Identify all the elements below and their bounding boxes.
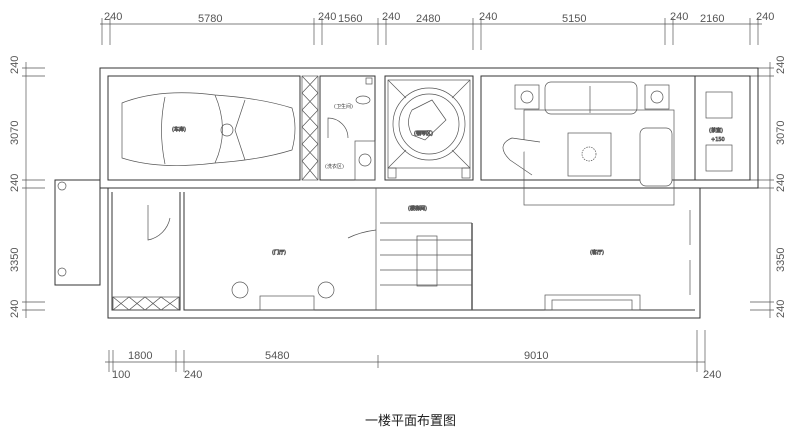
dim-top-0: 240	[104, 11, 122, 23]
storage-crosshatch	[112, 75, 319, 311]
stairwell: (楼梯间)	[347, 188, 473, 310]
dim-left-0: 240	[9, 56, 21, 74]
right-dimension-line: 240 3070 240 3350 240	[750, 56, 787, 318]
dim-top-2: 240	[318, 11, 336, 23]
room-label-stairwell: (楼梯间)	[408, 205, 427, 212]
dim-left-3: 3350	[9, 248, 21, 272]
dim-right-0: 240	[775, 56, 787, 74]
room-label-garage: (车库)	[172, 126, 186, 133]
dim-top-5: 2480	[416, 13, 440, 25]
tea-level: +150	[711, 137, 725, 143]
dim-bottom-sub-0: 100	[112, 369, 130, 381]
dim-top-7: 5150	[562, 13, 586, 25]
column-marker	[57, 267, 67, 277]
dim-right-3: 3350	[775, 248, 787, 272]
dim-right-1: 3070	[775, 121, 787, 145]
bottom-dimension-line: 1800 5480 9010 100 240 240	[105, 330, 721, 381]
dim-top-10: 240	[756, 11, 774, 23]
dim-bottom-0: 1800	[128, 350, 152, 362]
dim-bottom-sub-2: 240	[703, 369, 721, 381]
room-label-piano: (钢琴区)	[414, 130, 433, 137]
sink-icon	[358, 153, 372, 167]
bathroom: (卫生间) (洗衣区)	[325, 77, 376, 181]
column-marker	[57, 181, 67, 191]
dim-bottom-sub-1: 240	[184, 369, 202, 381]
toilet-icon	[355, 95, 371, 105]
dim-right-2: 240	[775, 174, 787, 192]
walls	[54, 67, 759, 319]
living-room-furniture: (茶室) +150	[502, 81, 733, 206]
dim-left-2: 240	[9, 174, 21, 192]
piano-area: (钢琴区)	[387, 79, 471, 179]
dim-top-4: 240	[382, 11, 400, 23]
dim-top-9: 2160	[700, 13, 724, 25]
room-label-living: (客厅)	[590, 249, 604, 256]
dim-top-8: 240	[670, 11, 688, 23]
top-dimension-line: 240 5780 240 1560 240 2480 240 5150 240 …	[100, 11, 774, 50]
dim-bottom-2: 9010	[524, 350, 548, 362]
dim-top-1: 5780	[198, 13, 222, 25]
room-label-tea: (茶室)	[709, 127, 723, 134]
left-dimension-line: 240 3070 240 3350 240	[9, 56, 45, 318]
dim-left-4: 240	[9, 300, 21, 318]
dim-bottom-1: 5480	[265, 350, 289, 362]
sofa-icon	[544, 81, 638, 115]
foyer-furniture: (门厅) (客厅)	[147, 205, 691, 311]
dim-left-1: 3070	[9, 121, 21, 145]
door-swing	[327, 117, 349, 139]
room-label-laundry: (洗衣区)	[325, 163, 344, 170]
dim-top-3: 1560	[338, 13, 362, 25]
car-icon: (车库)	[121, 92, 296, 166]
room-label-foyer: (门厅)	[272, 249, 286, 256]
dim-right-4: 240	[775, 300, 787, 318]
plan-title: 一楼平面布置图	[365, 414, 456, 429]
room-label-bathroom: (卫生间)	[334, 103, 353, 110]
dim-top-6: 240	[479, 11, 497, 23]
